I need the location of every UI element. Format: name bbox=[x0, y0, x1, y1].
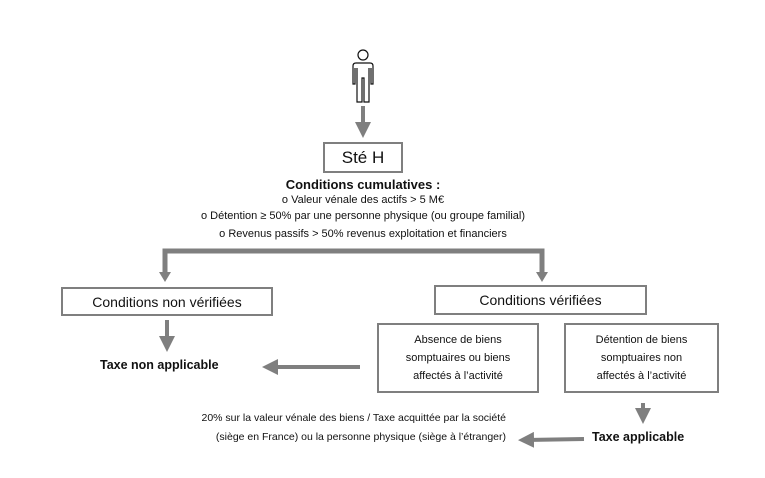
person-icon bbox=[352, 49, 374, 103]
detention-label: Détention de biens somptuaires non affec… bbox=[595, 334, 688, 382]
detention-box: Détention de biens somptuaires non affec… bbox=[564, 323, 719, 393]
tax-detail-line: (siège en France) ou la personne physiqu… bbox=[215, 431, 506, 443]
not-met-label: Conditions non vérifiées bbox=[92, 293, 242, 310]
arrow-applicable-left bbox=[518, 431, 585, 448]
arrowhead-right bbox=[536, 272, 548, 282]
tax-detail-line: 20% sur la valeur vénale des biens / Tax… bbox=[201, 412, 507, 424]
not-met-box: Conditions non vérifiées bbox=[61, 287, 273, 316]
met-label: Conditions vérifiées bbox=[479, 292, 602, 308]
company-label: Sté H bbox=[341, 147, 385, 167]
condition-item: o Détention ≥ 50% par une personne physi… bbox=[200, 210, 526, 222]
absence-label: Absence de biens somptuaires ou biens af… bbox=[405, 334, 511, 382]
arrowhead-left bbox=[159, 272, 171, 282]
condition-item: o Revenus passifs > 50% revenus exploita… bbox=[219, 228, 507, 240]
condition-item: o Valeur vénale des actifs > 5 M€ bbox=[281, 194, 445, 206]
result-applicable: Taxe applicable bbox=[592, 430, 685, 444]
absence-box: Absence de biens somptuaires ou biens af… bbox=[377, 323, 539, 393]
split-connector bbox=[162, 248, 545, 278]
company-box: Sté H bbox=[323, 142, 403, 173]
result-not-applicable: Taxe non applicable bbox=[100, 358, 219, 372]
met-box: Conditions vérifiées bbox=[434, 285, 647, 315]
conditions-title: Conditions cumulatives : bbox=[285, 177, 441, 192]
